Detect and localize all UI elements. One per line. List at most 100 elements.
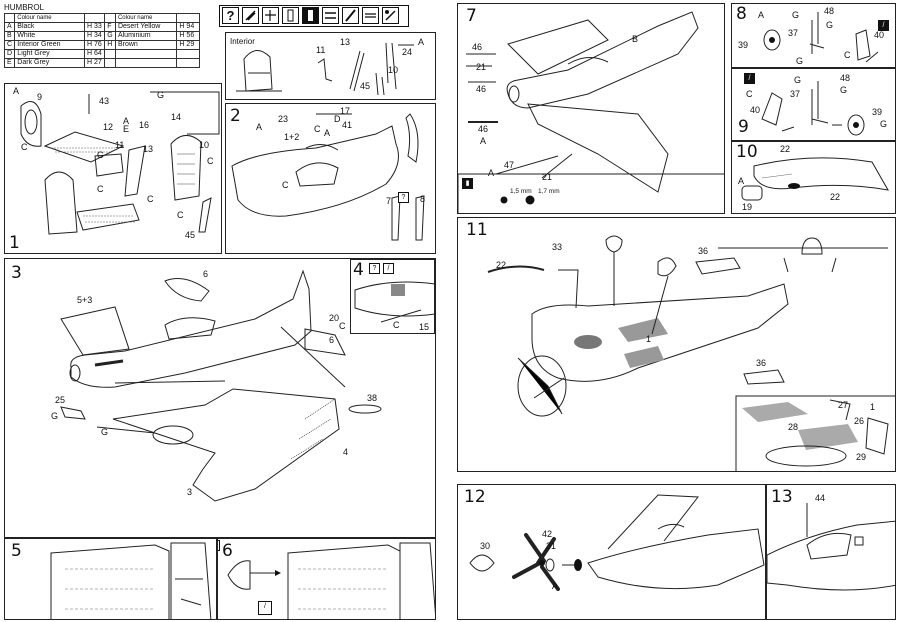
part-label: G xyxy=(794,75,802,85)
part-label: A xyxy=(256,122,263,132)
part-label: 5+3 xyxy=(77,295,93,305)
step-5-panel: 5 xyxy=(4,538,217,620)
part-label: 46 xyxy=(472,42,483,52)
drill-size-small: 1,5 mm xyxy=(510,188,532,195)
part-label: 48 xyxy=(840,73,851,83)
step-number: 13 xyxy=(771,487,793,507)
part-label: 1+2 xyxy=(284,132,300,142)
part-label: G xyxy=(796,56,804,66)
part-label: C xyxy=(844,50,851,60)
part-label: C xyxy=(746,89,753,99)
paint-brand: HUMBROL xyxy=(4,3,45,12)
part-label: 46 xyxy=(478,124,489,134)
part-label: A xyxy=(418,37,425,47)
part-label: 4 xyxy=(343,447,349,457)
step-2-drawing xyxy=(231,113,425,241)
paint-header-left: Colour name xyxy=(14,13,85,23)
step-10-drawing xyxy=(741,157,889,201)
part-label: 22 xyxy=(496,260,507,270)
repeat-icon xyxy=(362,7,379,24)
sand-icon xyxy=(282,7,299,24)
step-4-panel: 4 ? / C 15 xyxy=(350,259,435,334)
part-label: C xyxy=(21,142,28,152)
cut-icon xyxy=(262,7,279,24)
interior-drawing xyxy=(236,42,414,96)
part-label: G xyxy=(51,411,59,421)
question-icon: ? xyxy=(222,7,239,24)
part-label: 45 xyxy=(185,230,196,240)
part-label: 7 xyxy=(386,196,392,206)
step-6-panel: ? 6 / xyxy=(217,538,436,620)
part-label: 10 xyxy=(199,140,210,150)
knife-icon: / xyxy=(258,601,272,615)
part-label: 9 xyxy=(37,92,43,102)
question-icon: ? xyxy=(218,540,220,551)
part-label: A xyxy=(13,86,20,96)
part-label: 22 xyxy=(780,144,791,154)
part-label: 39 xyxy=(872,107,883,117)
part-label: 12 xyxy=(103,122,114,132)
part-label: 38 xyxy=(367,393,378,403)
step-number: 6 xyxy=(222,541,233,561)
part-label: 1 xyxy=(870,402,876,412)
interior-title: Interior xyxy=(230,37,255,46)
paint-icon xyxy=(302,7,319,24)
step-9-panel: / 9 C 40 G 37 48 G 39 G xyxy=(731,68,896,141)
step-3-panel: 3 6 5+3 20 C 6 25 G G 38 4 3 xyxy=(4,258,436,538)
part-label: A xyxy=(324,128,331,138)
paint-icon: / xyxy=(744,73,755,84)
part-label: C xyxy=(177,210,184,220)
part-label: 10 xyxy=(388,65,399,75)
step-6-drawing xyxy=(227,542,435,619)
part-label: 19 xyxy=(742,202,753,212)
step-12-drawing xyxy=(469,494,765,591)
step-1-drawing xyxy=(20,91,220,235)
part-label: 33 xyxy=(552,242,563,252)
part-label: 46 xyxy=(476,84,487,94)
step-8-panel: 8 / A 39 G 37 48 G G 40 C xyxy=(731,3,896,68)
part-label: 37 xyxy=(790,89,801,99)
step-13-drawing xyxy=(767,503,895,591)
step-number: 9 xyxy=(738,117,749,137)
part-label: A xyxy=(758,10,765,20)
knife-icon xyxy=(342,7,359,24)
step-2-panel: 2 ? A 23 1+2 17 C D 41 A C 7 8 xyxy=(225,103,436,254)
part-label: 24 xyxy=(402,47,413,57)
part-label: G xyxy=(101,427,109,437)
step-number: 2 xyxy=(230,106,241,126)
part-label: 25 xyxy=(55,395,66,405)
drill-icon: ▮ xyxy=(462,178,473,189)
part-label: 36 xyxy=(698,246,709,256)
part-label: 29 xyxy=(856,452,867,462)
part-label: 42 xyxy=(542,529,553,539)
part-label: A xyxy=(480,136,487,146)
part-label: 27 xyxy=(838,400,849,410)
step-5-drawing xyxy=(50,542,212,619)
part-label: 21 xyxy=(542,172,553,182)
part-label: C xyxy=(147,194,154,204)
paint-header-right: Colour name xyxy=(114,13,178,23)
part-label: 45 xyxy=(360,81,371,91)
part-label: B xyxy=(632,34,639,44)
part-label: 37 xyxy=(788,28,799,38)
decal-icon xyxy=(382,7,399,24)
step-9-drawing xyxy=(761,81,865,136)
step-number: 10 xyxy=(736,142,758,162)
drill-size-large: 1,7 mm xyxy=(538,188,560,195)
paint-icon: / xyxy=(878,20,889,31)
step-1-panel: 1 A 9 43 12 A E 16 C 11 13 C 10 C C C 45… xyxy=(4,83,222,254)
step-number: 4 xyxy=(353,260,364,280)
part-label: 6 xyxy=(203,269,209,279)
step-8-drawing xyxy=(763,12,879,63)
symbol-legend: ? xyxy=(219,5,409,27)
part-label: 8 xyxy=(420,194,426,204)
part-label: C xyxy=(339,321,346,331)
step-11-panel: 11 22 33 36 1 36 27 28 26 1 29 xyxy=(457,217,896,472)
part-label: 16 xyxy=(139,120,150,130)
part-label: 47 xyxy=(504,160,515,170)
step-number: 5 xyxy=(11,541,22,561)
step-number: 1 xyxy=(9,233,20,253)
step-4-drawing xyxy=(354,281,434,323)
